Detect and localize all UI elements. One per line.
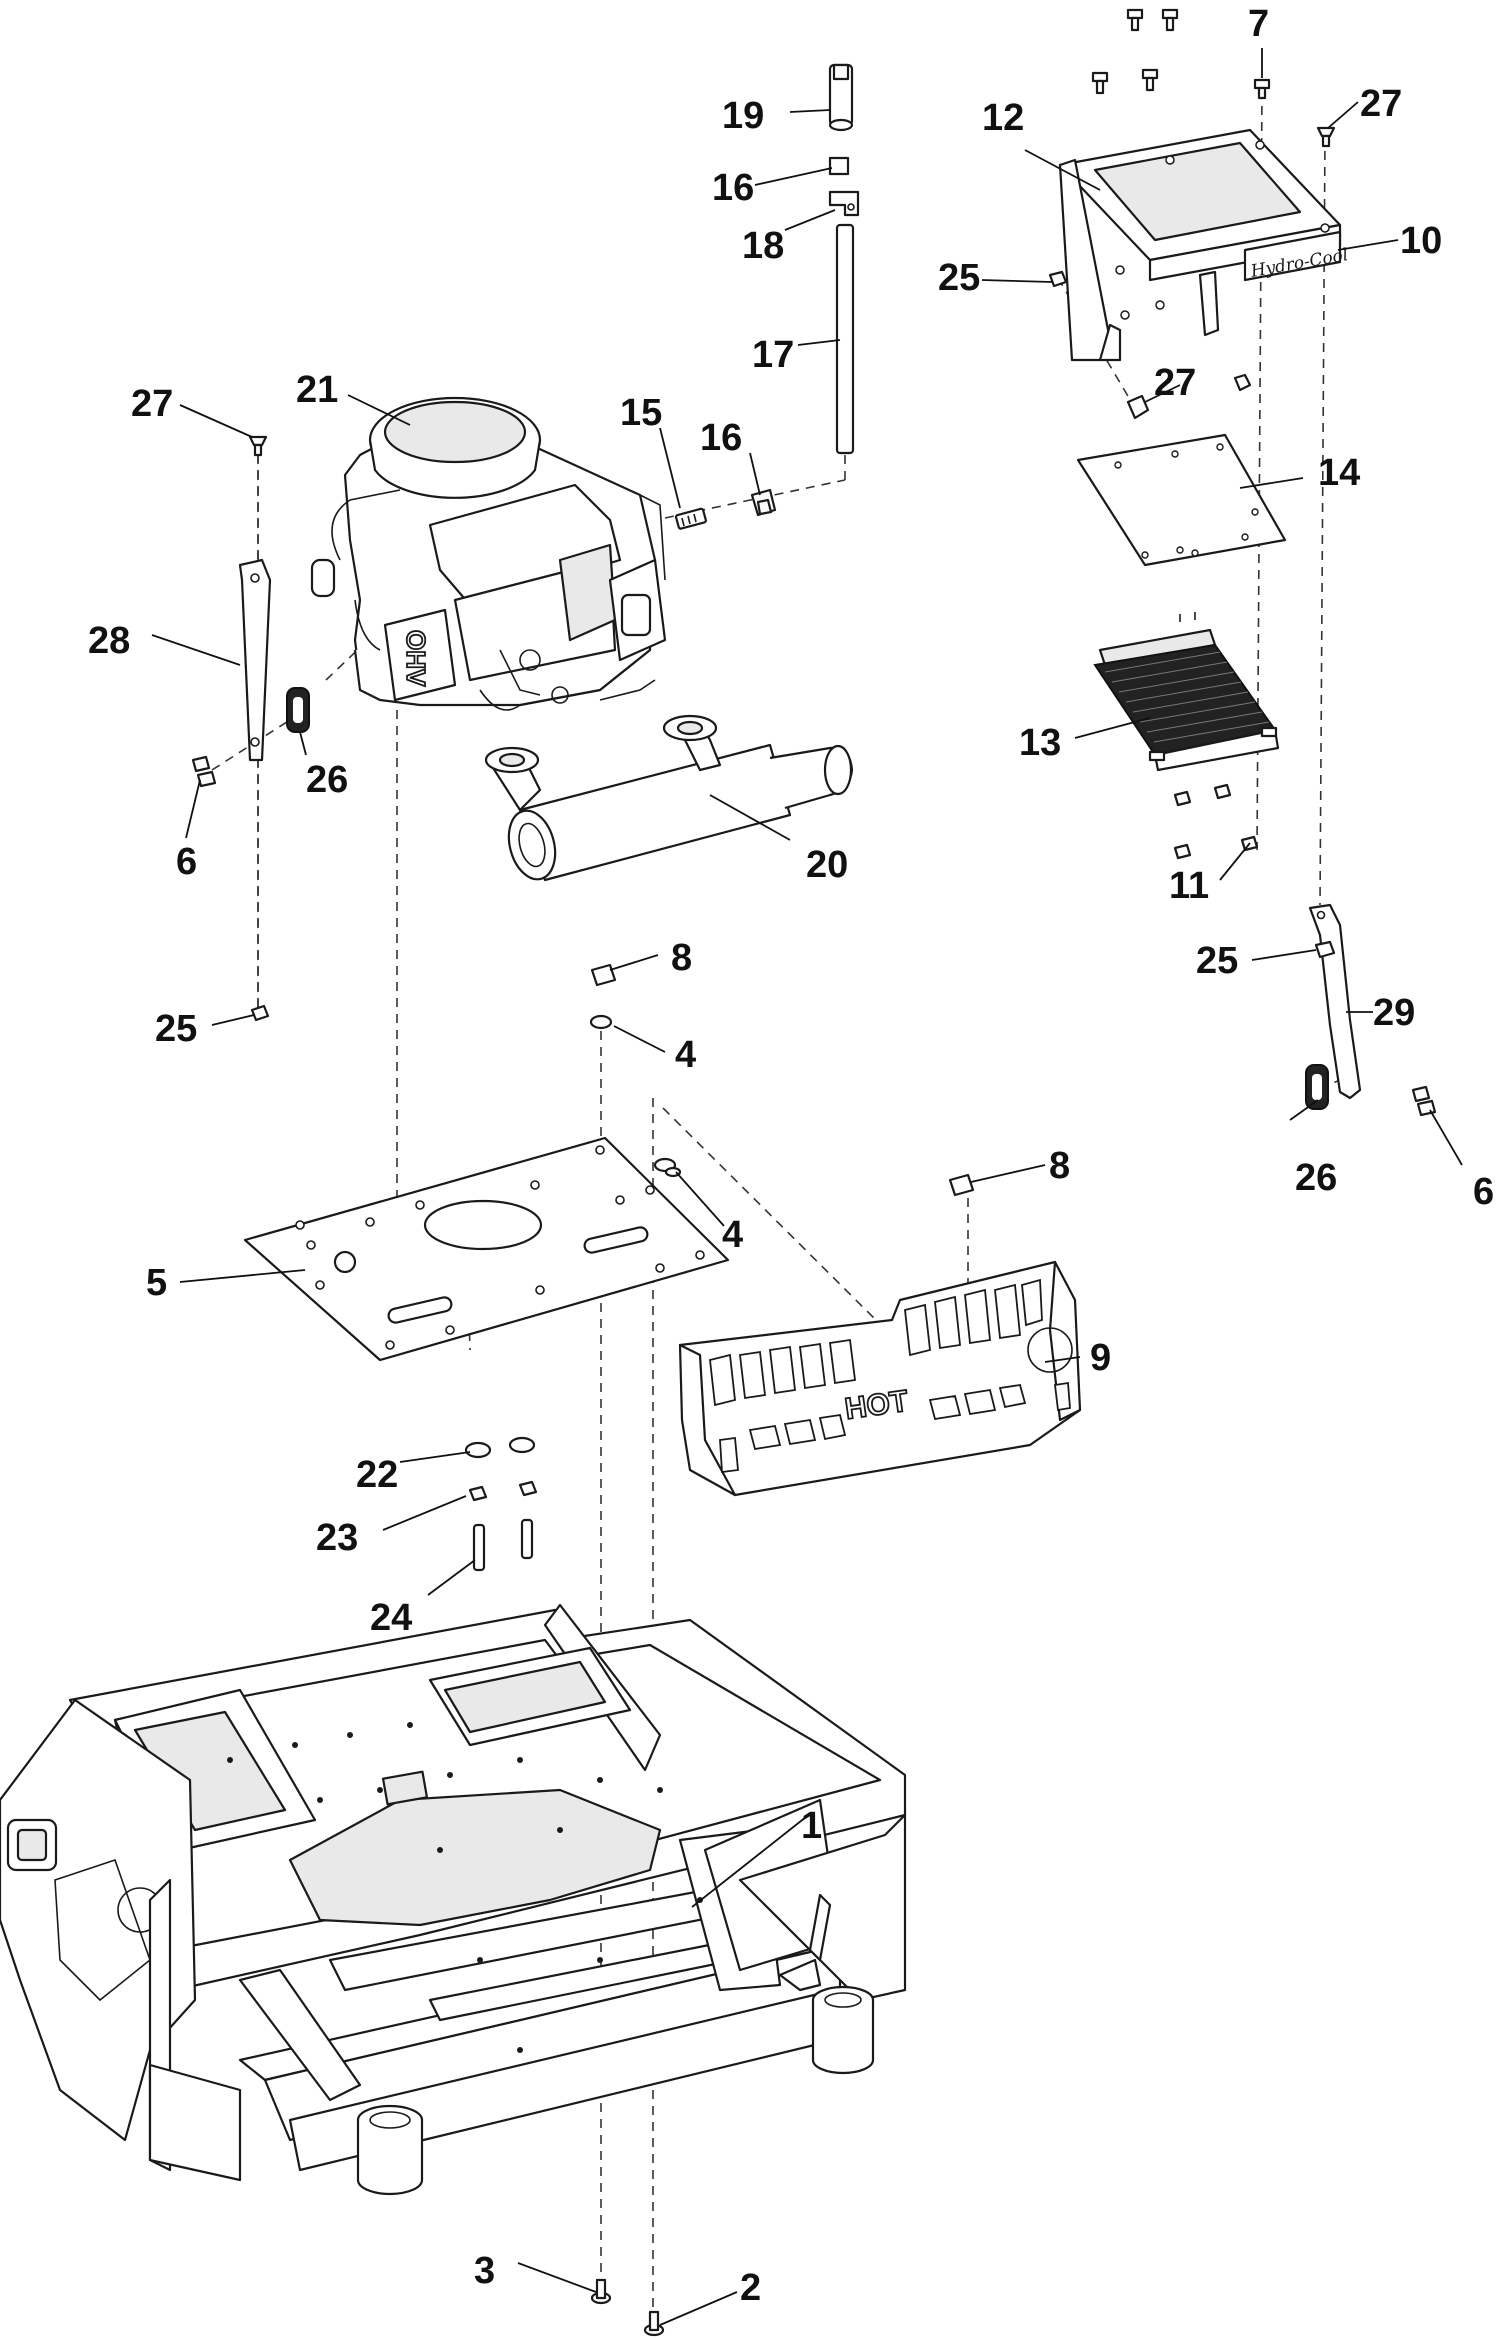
callout-12: 12	[982, 97, 1024, 139]
callout-29: 29	[1373, 992, 1415, 1034]
callout-11: 11	[1169, 865, 1209, 907]
callout-16a: 16	[712, 167, 754, 209]
callout-26a: 26	[306, 759, 348, 801]
callout-16b: 16	[700, 417, 742, 459]
callout-23: 23	[316, 1517, 358, 1559]
engine-stamp: OHV	[401, 630, 431, 687]
callout-3: 3	[474, 2250, 495, 2292]
dipstick-assembly	[674, 63, 860, 530]
callout-24: 24	[370, 1597, 412, 1639]
callout-25c: 25	[1196, 940, 1238, 982]
callout-15: 15	[620, 392, 662, 434]
callout-20: 20	[806, 844, 848, 886]
callout-27a: 27	[1360, 83, 1402, 125]
callout-5: 5	[146, 1262, 167, 1304]
mount-brackets	[238, 558, 1362, 1110]
callout-17: 17	[752, 334, 794, 376]
callout-28: 28	[88, 620, 130, 662]
heat-shield: HOT	[678, 1260, 1082, 1497]
callouts: 1 2 3 4 4 5 6 6 7 8 8 9 10 11 12 13 14 1…	[88, 3, 1494, 2309]
callout-6b: 6	[1473, 1171, 1494, 1213]
callout-8b: 8	[1049, 1145, 1070, 1187]
callout-4a: 4	[675, 1034, 696, 1076]
engine-mount-plate	[243, 1136, 730, 1362]
callout-22: 22	[356, 1454, 398, 1496]
callout-21: 21	[296, 369, 338, 411]
callout-2: 2	[740, 2267, 761, 2309]
callout-9: 9	[1090, 1337, 1111, 1379]
leader-lines	[151, 48, 1463, 2326]
hydro-cooler-assembly: Hydro-Cool	[1058, 128, 1350, 772]
callout-26b: 26	[1295, 1157, 1337, 1199]
callout-27b: 27	[1154, 362, 1196, 404]
callout-10: 10	[1400, 220, 1442, 262]
callout-4b: 4	[722, 1214, 743, 1256]
callout-7: 7	[1248, 3, 1269, 45]
callout-25a: 25	[938, 257, 980, 299]
callout-14: 14	[1318, 452, 1360, 494]
callout-8a: 8	[671, 937, 692, 979]
callout-18: 18	[742, 225, 784, 267]
callout-13: 13	[1019, 722, 1061, 764]
frame-chassis	[0, 1603, 907, 2196]
callout-1: 1	[801, 1805, 822, 1847]
callout-6a: 6	[176, 841, 197, 883]
engine: OHV	[310, 396, 667, 711]
callout-19: 19	[722, 95, 764, 137]
muffler	[484, 714, 854, 882]
callout-25b: 25	[155, 1008, 197, 1050]
callout-27c: 27	[131, 383, 173, 425]
